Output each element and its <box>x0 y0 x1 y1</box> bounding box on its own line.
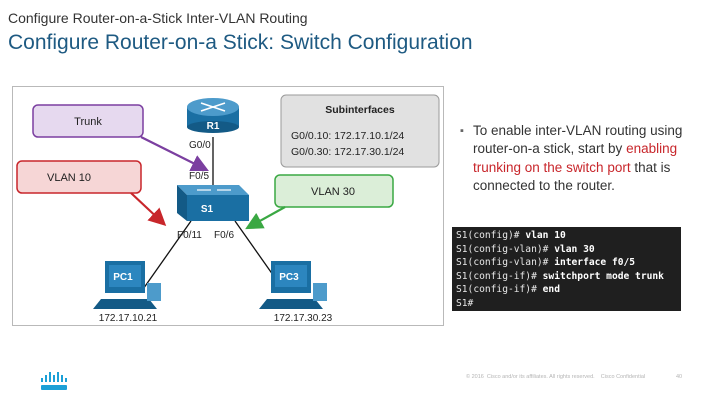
cisco-logo-icon <box>41 372 67 390</box>
bullet-text-part2: that is connected to the router. <box>473 159 671 193</box>
topology-diagram: Trunk VLAN 10 VLAN 30 Subinterfaces G0/0… <box>12 86 444 326</box>
subinterface-2: G0/0.30: 172.17.30.1/24 <box>291 146 404 158</box>
pc1-icon <box>93 261 161 309</box>
trunk-arrow <box>140 136 209 171</box>
cli-prompt: S1(config)# <box>456 230 526 241</box>
vlan10-label: VLAN 10 <box>47 172 91 184</box>
pc3-icon <box>259 261 327 309</box>
switch-uplink-port: F0/5 <box>189 171 209 182</box>
cli-prompt: S1(config-vlan)# <box>456 243 555 255</box>
router-port: G0/0 <box>189 140 211 151</box>
bullet-highlight: enabling trunking on the switch port <box>473 141 678 175</box>
vlan30-callout <box>274 174 394 208</box>
trunk-callout <box>32 104 144 138</box>
bullet-text-part1: To enable inter-VLAN routing using route… <box>473 123 683 157</box>
cli-command: end <box>542 284 560 296</box>
pc1-name: PC1 <box>113 272 133 283</box>
subinterface-1: G0/0.10: 172.17.10.1/24 <box>291 130 404 142</box>
cli-command: vlan 30 <box>554 243 595 255</box>
switch-pc1-link <box>140 220 192 293</box>
cli-line: S1(config-if)# end <box>456 283 681 297</box>
cli-prompt: S1# <box>456 297 474 309</box>
cli-command: vlan 10 <box>525 230 566 241</box>
vlan30-arrow <box>245 206 286 230</box>
cli-line: S1(config-if)# switchport mode trunk <box>456 270 681 284</box>
cli-line: S1# <box>456 297 681 311</box>
cli-line: S1(config)# vlan 10 <box>456 229 681 243</box>
vlan10-arrow <box>130 192 167 227</box>
slide-title: Configure Router-on-a Stick: Switch Conf… <box>8 31 473 54</box>
pc3-name: PC3 <box>279 272 299 283</box>
subinterfaces-box <box>280 94 440 168</box>
switch-port-right: F0/6 <box>214 230 234 241</box>
router-name: R1 <box>207 121 220 132</box>
cli-command: interface f0/5 <box>554 257 636 269</box>
subinterfaces-title: Subinterfaces <box>325 104 395 116</box>
cli-line: S1(config-vlan)# vlan 30 <box>456 243 681 257</box>
router-icon <box>187 98 239 133</box>
cli-prompt: S1(config-if)# <box>456 270 543 282</box>
pc3-ip: 172.17.30.23 <box>274 313 333 324</box>
cli-prompt: S1(config-vlan)# <box>456 257 555 269</box>
switch-icon <box>177 185 249 221</box>
cli-command: switchport mode trunk <box>542 270 664 282</box>
bullet-text: To enable inter-VLAN routing using route… <box>473 122 695 195</box>
cli-terminal: S1(config)# vlan 10 S1(config-vlan)# vla… <box>452 227 681 311</box>
vlan10-callout <box>16 160 142 194</box>
vlan30-label: VLAN 30 <box>311 186 355 198</box>
pc1-ip: 172.17.10.21 <box>99 313 158 324</box>
page-number: 40 <box>676 374 683 380</box>
trunk-label: Trunk <box>74 116 102 128</box>
cli-line: S1(config-vlan)# interface f0/5 <box>456 256 681 270</box>
switch-name: S1 <box>201 204 214 215</box>
cli-prompt: S1(config-if)# <box>456 284 543 296</box>
bullet-icon: ▪ <box>460 125 464 137</box>
footer-copyright: © 2016 Cisco and/or its affiliates. All … <box>466 374 646 380</box>
slide-subtitle: Configure Router-on-a-Stick Inter-VLAN R… <box>8 10 308 26</box>
switch-port-left: F0/11 <box>177 230 202 241</box>
